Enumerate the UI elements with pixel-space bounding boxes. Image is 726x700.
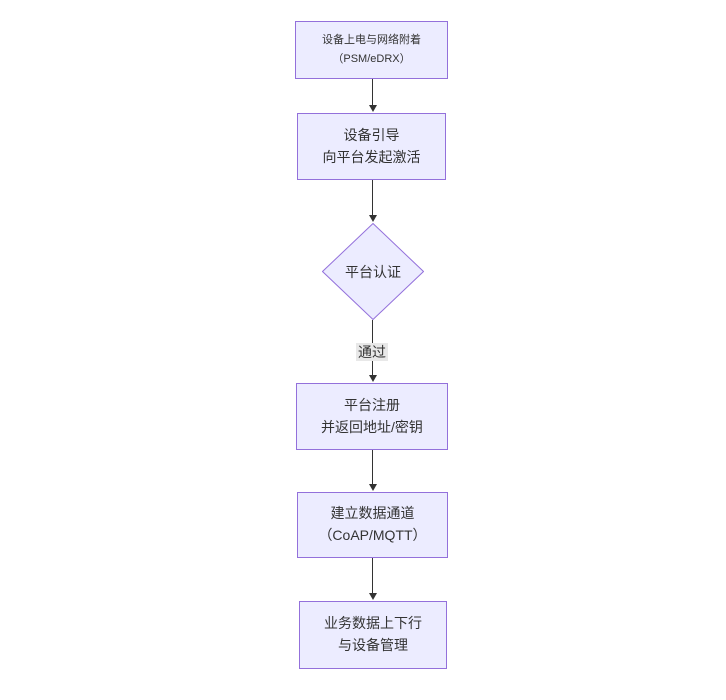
node-power-attach-line2: （PSM/eDRX）	[332, 53, 411, 65]
node-business-data-line1: 业务数据上下行	[324, 615, 422, 632]
arrowhead-icon	[368, 484, 377, 491]
node-platform-auth-label: 平台认证	[345, 263, 401, 280]
node-register-line1: 平台注册	[344, 396, 400, 413]
edge-power-to-bootstrap	[368, 79, 377, 112]
node-bootstrap-line2: 向平台发起激活	[322, 148, 421, 165]
node-register: 平台注册 并返回地址/密钥	[296, 383, 448, 450]
node-bootstrap: 设备引导 向平台发起激活	[297, 113, 446, 180]
node-business-data: 业务数据上下行 与设备管理	[299, 601, 447, 669]
edge-line	[372, 558, 373, 593]
node-power-attach-line1: 设备上电与网络附着	[322, 34, 421, 47]
edge-label-pass: 通过	[356, 343, 388, 362]
diamond-shape	[322, 223, 424, 320]
node-bootstrap-line1: 设备引导	[343, 126, 400, 143]
node-data-channel-line2: （CoAP/MQTT）	[318, 527, 427, 543]
node-platform-auth: 平台认证	[322, 223, 424, 320]
arrowhead-icon	[368, 375, 377, 382]
edge-channel-to-business	[368, 558, 377, 600]
node-power-attach: 设备上电与网络附着 （PSM/eDRX）	[295, 21, 448, 79]
edge-register-to-channel	[368, 450, 377, 491]
node-register-line2: 并返回地址/密钥	[321, 418, 423, 435]
node-data-channel-line1: 建立数据通道	[330, 505, 415, 522]
node-business-data-line2: 与设备管理	[338, 637, 408, 653]
node-data-channel: 建立数据通道 （CoAP/MQTT）	[297, 492, 448, 558]
arrowhead-icon	[368, 105, 377, 112]
edge-line	[372, 180, 373, 215]
edge-bootstrap-to-auth	[368, 180, 377, 222]
arrowhead-icon	[368, 593, 377, 600]
arrowhead-icon	[368, 215, 377, 222]
edge-line	[372, 450, 373, 484]
edge-line	[372, 79, 373, 105]
